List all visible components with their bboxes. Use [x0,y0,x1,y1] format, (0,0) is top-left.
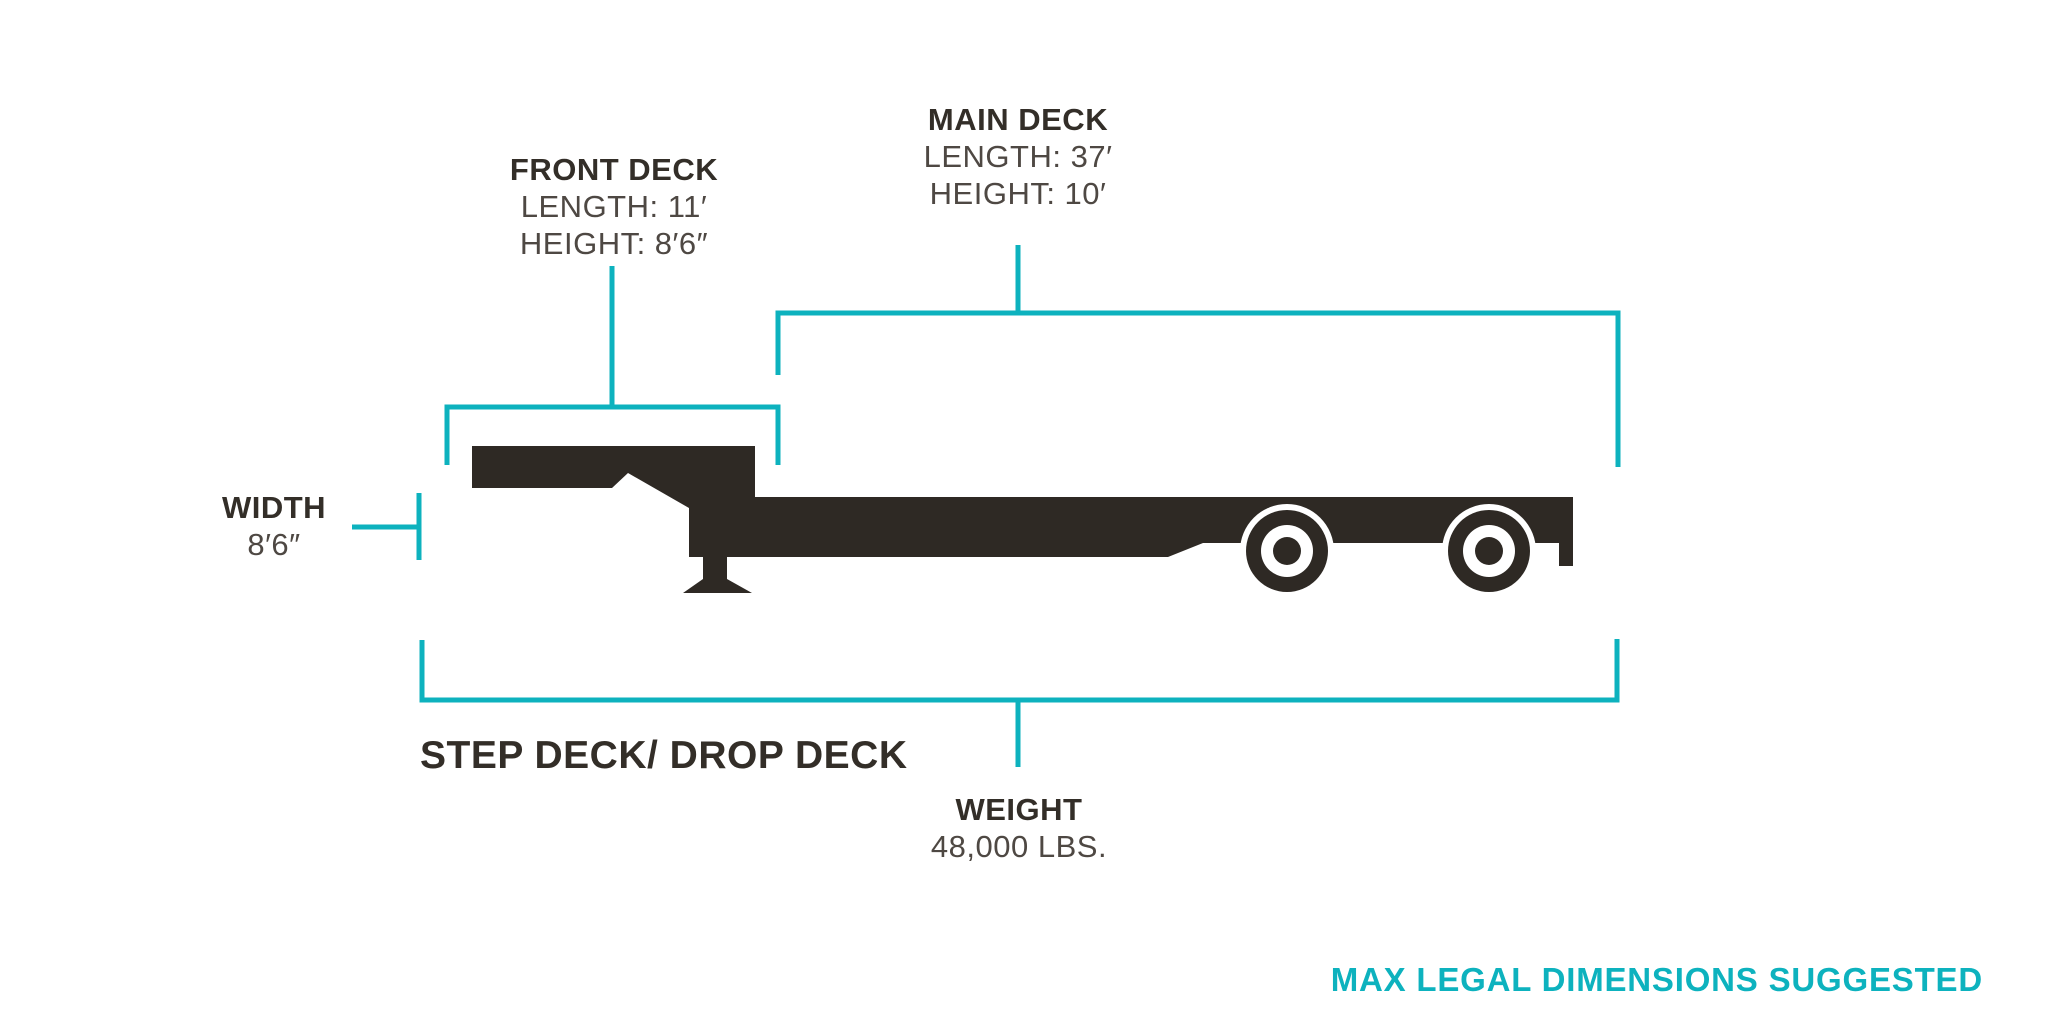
diagram-title: STEP DECK/ DROP DECK [420,734,908,777]
overall-bracket [419,639,1620,703]
footer-note: MAX LEGAL DIMENSIONS SUGGESTED [1330,961,1983,998]
main-deck-height: HEIGHT: 10′ [929,176,1107,211]
front-deck-label: FRONT DECK LENGTH: 11′ HEIGHT: 8′6″ [510,151,718,262]
wheel-front-icon [1240,504,1334,598]
trailer-body [472,446,1573,593]
front-deck-height: HEIGHT: 8′6″ [519,226,709,261]
width-value: 8′6″ [247,527,301,562]
weight-name: WEIGHT [955,792,1083,827]
weight-value: 48,000 LBS. [930,829,1108,864]
main-deck-bracket [775,310,1621,467]
front-deck-length: LENGTH: 11′ [520,189,708,224]
wheel-rear-icon [1442,504,1536,598]
trailer-silhouette-icon [472,446,1573,598]
main-deck-label: MAIN DECK LENGTH: 37′ HEIGHT: 10′ [924,101,1113,212]
front-deck-name: FRONT DECK [509,152,719,187]
weight-label: WEIGHT 48,000 LBS. [931,791,1107,865]
main-deck-name: MAIN DECK [927,102,1109,137]
dimension-lines [352,245,1621,767]
width-label: WIDTH 8′6″ [222,489,326,563]
main-deck-length: LENGTH: 37′ [923,139,1113,174]
width-name: WIDTH [221,490,327,525]
